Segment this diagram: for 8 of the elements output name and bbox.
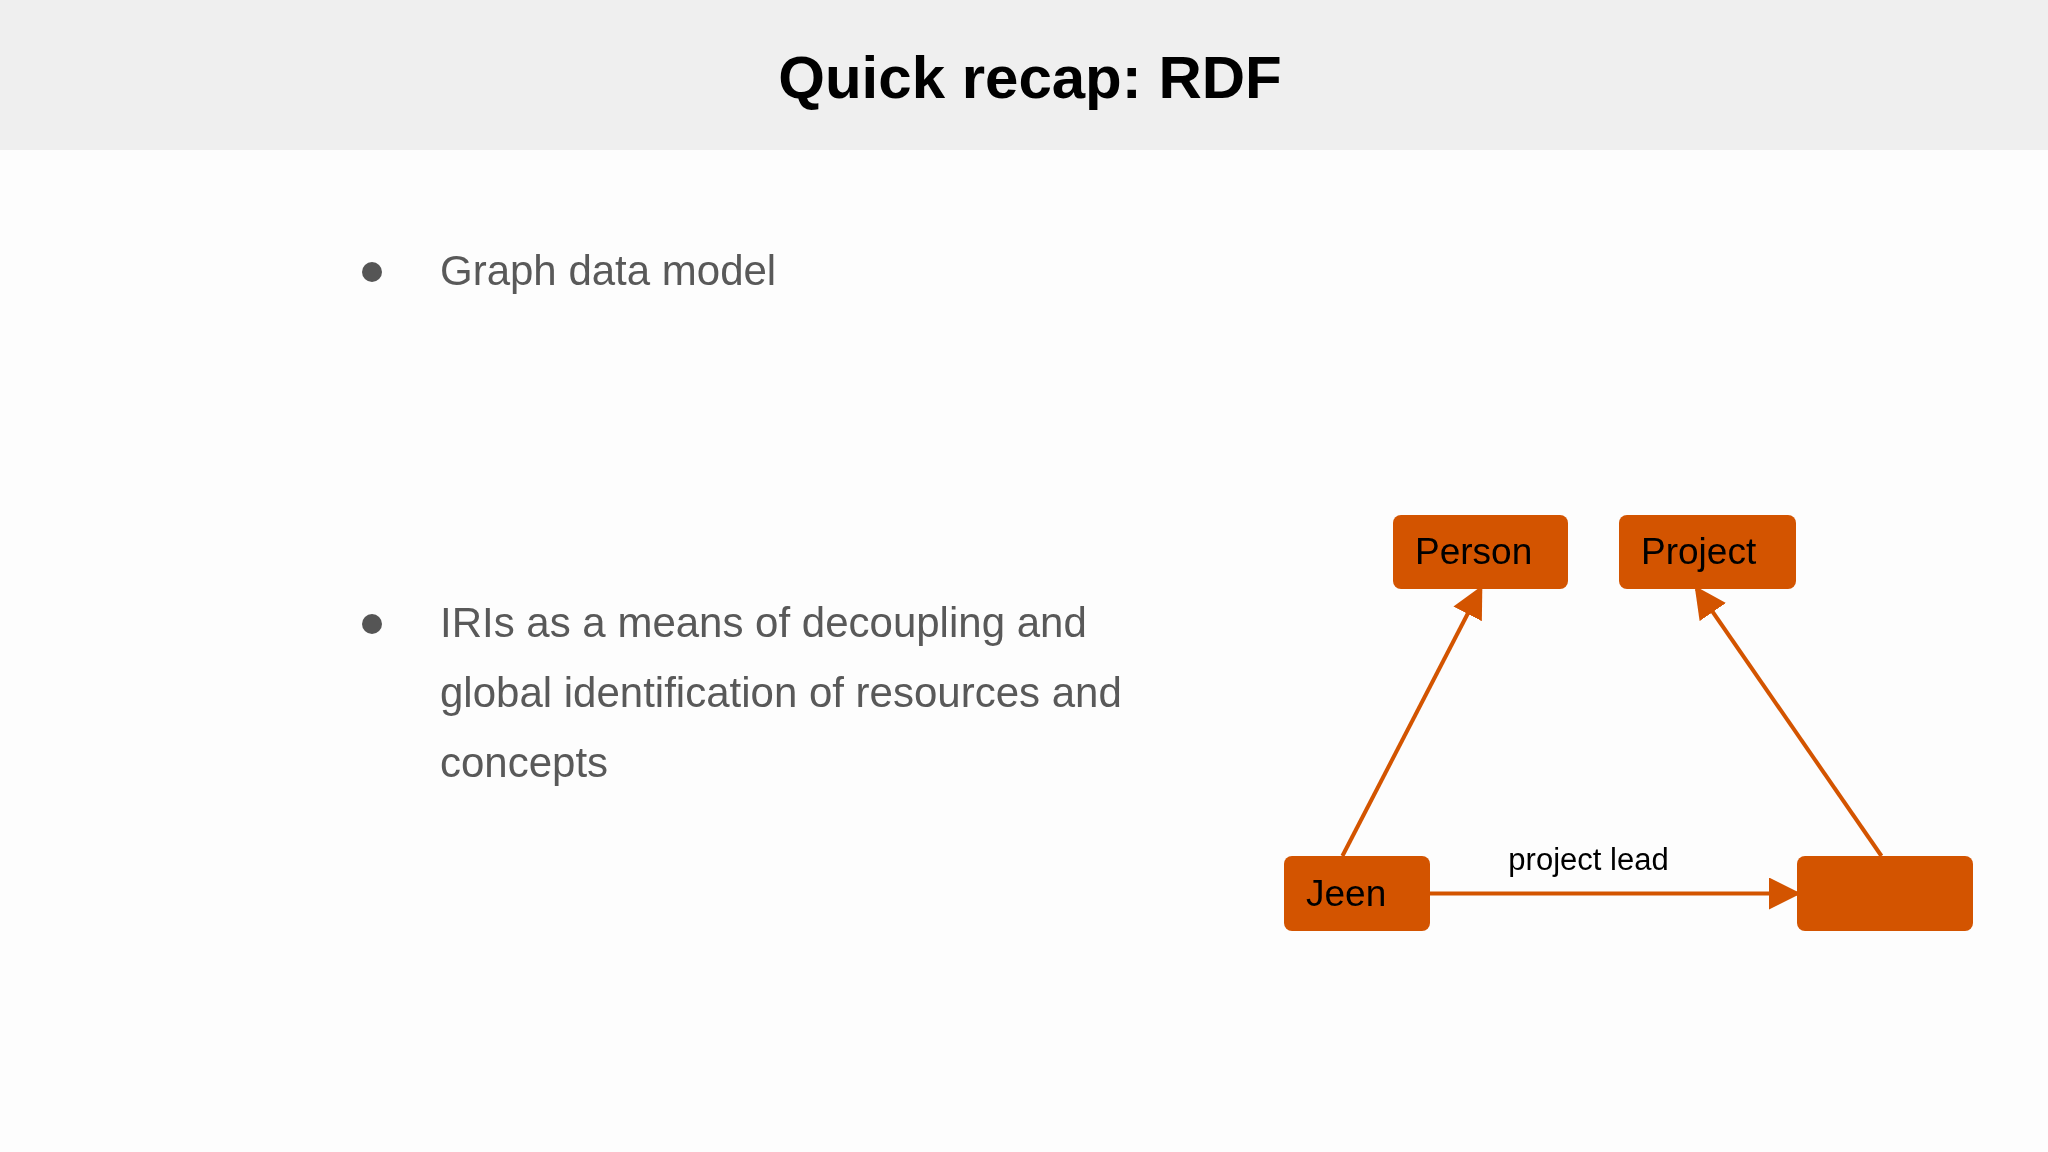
bullet-text: Graph data model	[440, 246, 778, 296]
bullet-text: IRIs as a means of decoupling and global identification of resources and concepts	[440, 598, 1123, 788]
edge-label: project lead	[1508, 841, 1669, 878]
slide-title: Quick recap: RDF	[777, 43, 1283, 113]
node-box: Jeen	[1284, 856, 1430, 931]
node-box: Project	[1619, 515, 1796, 589]
node-box	[1797, 856, 1973, 931]
node-box: Person	[1393, 515, 1568, 589]
